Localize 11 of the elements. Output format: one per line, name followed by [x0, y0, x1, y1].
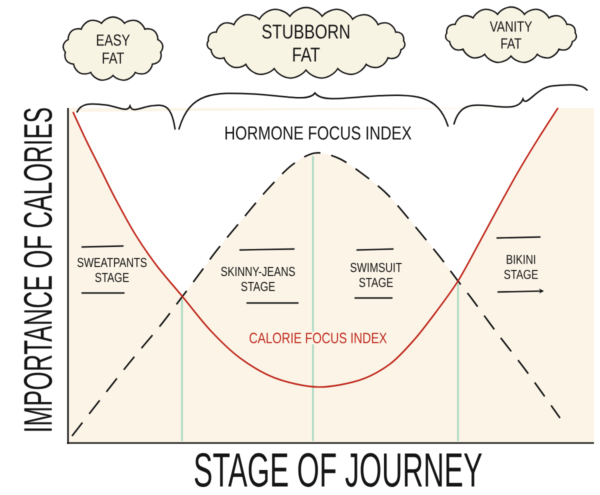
curve-label: HORMONE FOCUS INDEX — [226, 126, 412, 140]
cloud: STUBBORN FAT — [206, 6, 406, 79]
cloud: EASY FAT — [62, 16, 164, 81]
stage-label: SKINNY-JEANS STAGE — [221, 266, 295, 292]
stage-label: BIKINI STAGE — [504, 254, 538, 280]
stage-label: SWEATPANTS STAGE — [77, 258, 147, 282]
stage-label: SWIMSUIT STAGE — [350, 262, 402, 288]
cloud: VANITY FAT — [444, 6, 578, 64]
curve-label: CALORIE FOCUS INDEX — [248, 332, 388, 344]
axis-title: STAGE OF JOURNEY — [194, 453, 482, 487]
axis-title: IMPORTANCE OF CALORIES — [24, 108, 52, 431]
